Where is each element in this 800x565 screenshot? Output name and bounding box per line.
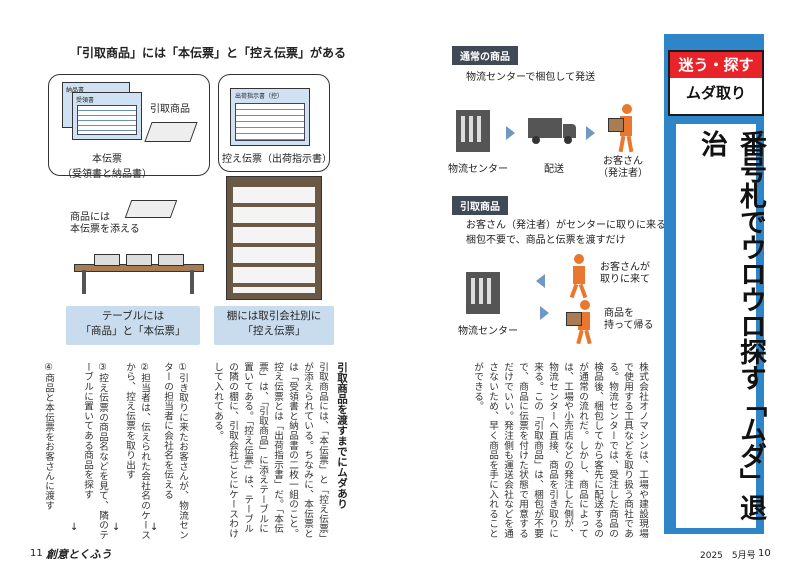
normal-tag: 通常の商品 <box>452 46 518 65</box>
left-body: 引取商品には、「本伝票」と「控え伝票」が添えられている。ちなみに、本伝票とは「受… <box>212 362 328 539</box>
main-title-box <box>676 124 756 528</box>
building-icon <box>466 272 500 314</box>
step-3: ③控え伝票の商品名などを見て、隣のテーブルに置いてある商品を探す <box>82 362 108 540</box>
doc-front-label: 受領書 <box>76 97 95 104</box>
right-body: 株式会社オノマシンは、工場や建設現場で使用する工具などを取り扱う商社である。物流… <box>472 362 648 539</box>
take-label: 商品を 持って帰る <box>604 308 654 331</box>
person-walking-icon <box>566 254 590 299</box>
shelf-caption: 棚には取引会社別に 「控え伝票」 <box>214 306 334 345</box>
magazine-logo: 創意とくふう <box>46 548 112 561</box>
shelf-illustration <box>226 176 322 300</box>
normal-center-label: 物流センター <box>448 164 508 175</box>
person-box-icon <box>566 300 594 346</box>
box-icon <box>124 200 178 218</box>
table-caption: テーブルには 「商品」と「本伝票」 <box>66 306 200 345</box>
step-2: ②担当者は、伝えられた会社名のケースから、控え伝票を取り出す <box>124 362 150 540</box>
left-page-number: 11 <box>30 548 43 559</box>
series-badge: 迷う・探す ムダ取り <box>668 50 764 116</box>
normal-caption: 物流センターで梱包して発送 <box>466 72 596 83</box>
come-label: お客さんが 取りに来て <box>600 262 650 285</box>
arrow-right-icon <box>506 126 515 140</box>
issue-label: 2025 5月号 <box>700 551 756 561</box>
arrow-left-icon <box>536 274 545 288</box>
step-1: ①引き取りに来たお客さんが、物流センターの担当者に会社名を伝える <box>162 362 188 540</box>
pickup-tag: 引取商品 <box>452 196 508 215</box>
series-top: 迷う・探す <box>670 52 762 78</box>
document-illustration: 納品書 受領書 <box>62 82 152 142</box>
main-title: 番号札でウロウロ探す「ムダ」退治 <box>696 130 766 520</box>
arrow-right-icon <box>586 126 595 140</box>
left-heading: 「引取商品」には「本伝票」と「控え伝票」がある <box>70 46 347 60</box>
left-text-heading: 引取商品を渡すまでにムダあり <box>336 362 348 509</box>
person-box-icon <box>608 104 636 154</box>
right-page-number: 10 <box>758 548 771 559</box>
building-icon <box>456 110 490 152</box>
speech-bubble <box>48 74 210 176</box>
pickup-center-label: 物流センター <box>458 326 518 337</box>
step-arrow: ↓ <box>70 522 79 533</box>
doc-back-label: 納品書 <box>66 87 85 94</box>
truck-icon <box>528 118 576 144</box>
attach-label: 商品には 本伝票を添える <box>70 212 140 235</box>
step-arrow: ↓ <box>112 522 121 533</box>
main-slip-label: 本伝票 （受領書と納品書） <box>62 154 152 180</box>
step-arrow: ↓ <box>150 522 159 533</box>
copy-slip-box <box>218 74 330 172</box>
slip-title: 出荷指示書（控） <box>235 93 284 100</box>
ship-label: 配送 <box>544 164 564 175</box>
copy-slip-illustration: 出荷指示書（控） <box>230 88 310 146</box>
step-4: ④商品と本伝票をお客さんに渡す <box>43 362 54 511</box>
table-illustration <box>74 254 204 294</box>
arrow-right-icon <box>540 306 549 320</box>
series-bottom: ムダ取り <box>685 84 746 102</box>
copy-slip-label: 控え伝票（出荷指示書） <box>222 154 332 165</box>
customer-label: お客さん （発注者） <box>598 156 648 179</box>
product-label: 引取商品 <box>150 104 190 115</box>
pickup-caption: お客さん（発注者）がセンターに取りに来る 梱包不要で、商品と伝票を渡すだけ <box>466 220 666 246</box>
